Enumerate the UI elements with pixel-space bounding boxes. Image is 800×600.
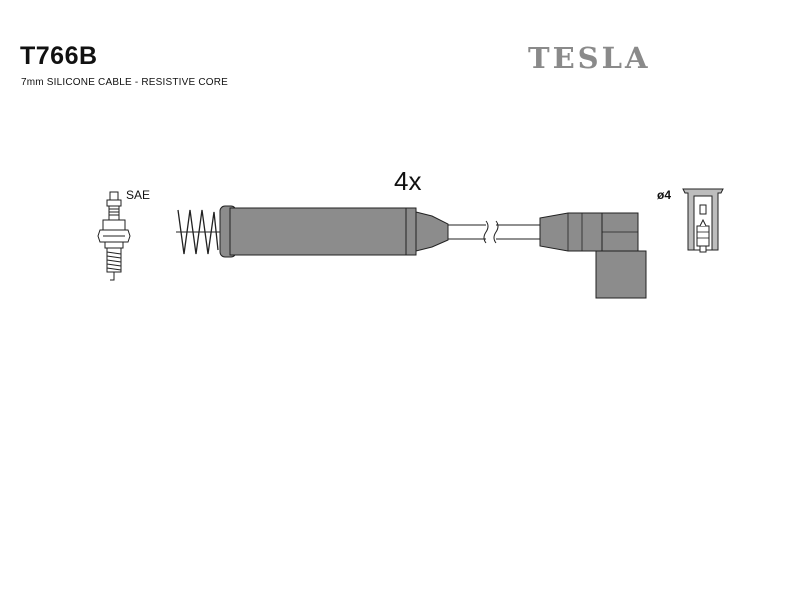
part-number-title: T766B [20, 42, 98, 70]
straight-boot-icon [219, 205, 449, 258]
brand-logo: TESLA [528, 41, 651, 75]
angled-boot-icon [539, 212, 647, 299]
terminal-socket-icon [682, 188, 724, 253]
spark-plug-icon [97, 191, 131, 281]
cable-segment [448, 224, 540, 240]
spring-contact-icon [176, 209, 222, 255]
quantity-label: 4x [394, 166, 422, 196]
plug-type-label: SAE [126, 188, 151, 202]
terminal-diameter-label: ø4 [657, 188, 672, 202]
cable-break-icon [483, 220, 499, 244]
cable-spec-subtitle: 7mm SILICONE CABLE - RESISTIVE CORE [21, 77, 229, 88]
